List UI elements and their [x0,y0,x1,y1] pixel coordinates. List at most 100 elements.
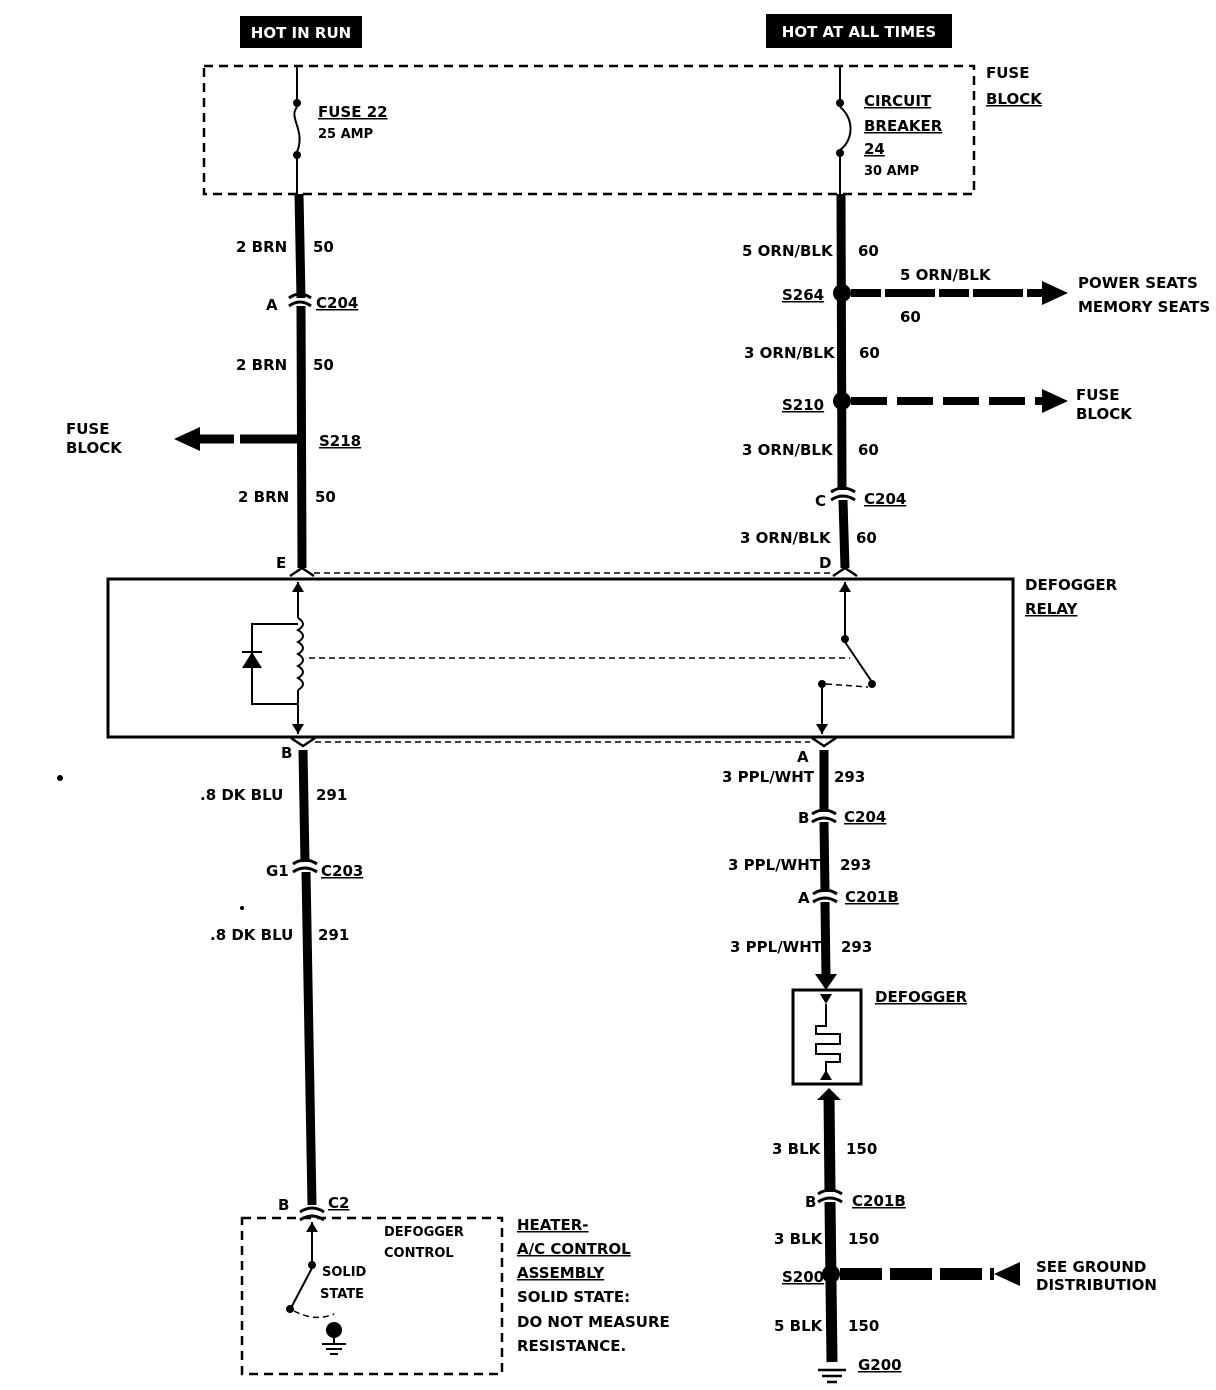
wire-2-brn-50 [294,193,306,299]
resistance-note: SOLID STATE: [517,1288,630,1306]
wire-8-dk-blu-291 [301,871,317,1206]
connector-c201b: C201B [845,888,899,906]
relay-switch [844,641,873,683]
solid-state-label-2: STATE [320,1287,364,1302]
circuit-breaker-number: 24 [864,140,885,158]
branch-fuse-block-label: FUSE [66,420,109,438]
heater-ac-label: HEATER- [517,1216,589,1234]
relay-pin-b: B [281,744,292,762]
relay-coil [296,617,304,691]
circuit-number: 293 [840,856,871,874]
defogger-control-label: DEFOGGER [384,1225,464,1240]
arrow-right-icon [1042,389,1068,413]
fuse-block-outline [202,64,976,196]
solid-state-switch [291,1267,313,1307]
circuit-number: 60 [900,308,921,326]
connector-c203: C203 [321,862,363,880]
wire-label: 2 BRN [236,356,287,374]
connector-pin: A [798,889,810,907]
splice-s264: S264 [782,286,824,304]
circuit-number: 291 [316,786,347,804]
solid-state-label: SOLID [322,1265,367,1280]
splice-dot [833,392,851,410]
hot-in-run-tag: HOT IN RUN [240,16,362,48]
circuit-breaker-symbol [839,106,852,151]
circuit-number: 60 [858,242,879,260]
heating-element-icon [815,1004,841,1072]
connector-c204: C204 [864,490,906,508]
relay-pin-e: E [276,554,286,572]
wire-orn-blk-60 [836,193,847,491]
arrow-left-icon [174,427,200,451]
arrow-left-icon [994,1262,1020,1286]
circuit-breaker-label-2: BREAKER [864,117,943,135]
defogger-label: DEFOGGER [875,988,968,1006]
connector-c2: C2 [328,1194,349,1212]
wire-ppl-wht-293 [819,821,830,893]
circuit-number: 293 [841,938,872,956]
circuit-number: 150 [846,1140,877,1158]
splice-s210: S210 [782,396,824,414]
hot-at-all-times-label: HOT AT ALL TIMES [782,23,936,41]
branch-fuse-block-label-2: BLOCK [66,439,123,457]
wire-label: .8 DK BLU [210,926,293,944]
wire-label: .8 DK BLU [200,786,283,804]
circuit-number: 150 [848,1230,879,1248]
circuit-number: 50 [313,356,334,374]
defogger-relay-box [106,577,1015,739]
defogger-control-outline [240,1216,504,1376]
heater-ac-label-2: A/C CONTROL [517,1240,631,1258]
connector-c201b: C201B [852,1192,906,1210]
wire-ppl-wht-293 [820,901,831,979]
wire-label: 3 PPL/WHT [728,856,821,874]
splice-s218: S218 [319,432,361,450]
resistance-note-2: DO NOT MEASURE [517,1313,670,1331]
fuse-symbol [293,106,301,153]
heater-ac-label-3: ASSEMBLY [517,1264,605,1282]
splice-dot [833,284,851,302]
circuit-number: 50 [315,488,336,506]
wire-3-blk-150 [823,1095,836,1193]
connector-pin: G1 [266,862,289,880]
connector-pin: B [278,1196,289,1214]
circuit-number: 60 [856,529,877,547]
wire-label: 3 ORN/BLK [742,441,834,459]
wire-label: 3 BLK [774,1230,824,1248]
wire-label: 3 PPL/WHT [722,768,815,786]
circuit-breaker-label: CIRCUIT [864,92,932,110]
defogger-control-label-2: CONTROL [384,1246,454,1261]
relay-pin-d: D [819,554,831,572]
ground-distribution-label: SEE GROUND [1036,1258,1146,1276]
circuit-number: 291 [318,926,349,944]
relay-pin-a: A [797,748,809,766]
wire-label: 3 ORN/BLK [740,529,832,547]
circuit-number: 293 [834,768,865,786]
wire-label: 2 BRN [236,238,287,256]
power-seats-label: POWER SEATS [1078,274,1198,292]
connector-pin: B [798,809,809,827]
splice-dot [822,1265,840,1283]
wire-label: 2 BRN [238,488,289,506]
connector-pin: C [815,492,826,510]
wire-orn-blk-60 [838,499,850,569]
fuse-22-label: FUSE 22 [318,103,388,121]
fuse-block-label-2: BLOCK [986,90,1043,108]
wire-label: 3 ORN/BLK [744,344,836,362]
wire-label: 5 ORN/BLK [900,266,992,284]
memory-seats-label: MEMORY SEATS [1078,298,1210,316]
circuit-number: 60 [859,344,880,362]
hot-in-run-label: HOT IN RUN [251,24,351,42]
defogger-relay-label: DEFOGGER [1025,576,1118,594]
wire-label: 5 BLK [774,1317,824,1335]
fuse-22-rating: 25 AMP [318,127,373,142]
defogger-relay-label-2: RELAY [1025,600,1079,618]
diode-icon [242,652,262,668]
fuse-block-label: FUSE [986,64,1029,82]
resistance-note-3: RESISTANCE. [517,1337,626,1355]
wire-8-dk-blu-291 [298,749,310,863]
connector-pin: A [266,296,278,314]
fuse-block-branch-label: FUSE [1076,386,1119,404]
fuse-block-branch-label-2: BLOCK [1076,405,1133,423]
connector-pin: B [805,1193,816,1211]
circuit-number: 60 [858,441,879,459]
